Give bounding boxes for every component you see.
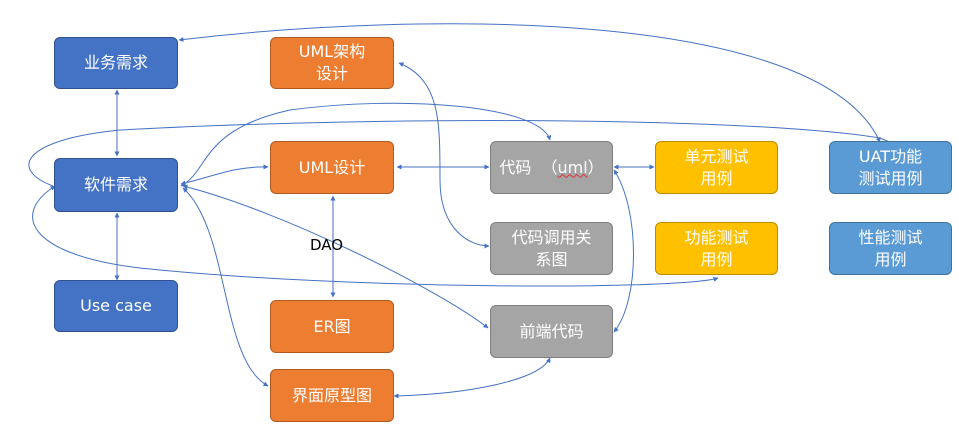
node-uml-architecture-design[interactable]: UML架构 设计 (270, 37, 394, 89)
edge-software-loop-uat (28, 120, 891, 187)
node-software-requirements[interactable]: 软件需求 (54, 158, 178, 212)
edge-code-to-frontend (613, 169, 634, 333)
node-business-requirements[interactable]: 业务需求 (54, 37, 178, 89)
code-label-uml: uml (557, 157, 588, 177)
node-uat-functional-test-cases[interactable]: UAT功能 测试用例 (829, 141, 952, 194)
edge-software-to-uiproto (182, 187, 269, 387)
edge-software-to-code (180, 102, 552, 187)
code-label-suffix: ） (587, 157, 604, 177)
edge-umlarch-to-codecall (398, 62, 490, 249)
edge-business-to-uat (178, 23, 881, 143)
node-ui-prototype[interactable]: 界面原型图 (270, 369, 394, 422)
label-dao: DAO (310, 236, 344, 254)
node-unit-test-cases[interactable]: 单元测试 用例 (655, 141, 778, 194)
node-performance-test-cases[interactable]: 性能测试 用例 (829, 222, 952, 275)
node-use-case[interactable]: Use case (54, 280, 178, 332)
node-code-call-graph[interactable]: 代码调用关 系图 (490, 222, 613, 275)
node-frontend-code[interactable]: 前端代码 (490, 305, 613, 358)
node-functional-test-cases[interactable]: 功能测试 用例 (655, 222, 778, 275)
node-er-diagram[interactable]: ER图 (270, 300, 394, 353)
node-uml-design[interactable]: UML设计 (270, 141, 394, 194)
node-code-uml[interactable]: 代码 （uml） (490, 141, 613, 194)
code-label-prefix: 代码 （ (499, 157, 558, 177)
edge-uiproto-to-frontend (393, 357, 551, 399)
